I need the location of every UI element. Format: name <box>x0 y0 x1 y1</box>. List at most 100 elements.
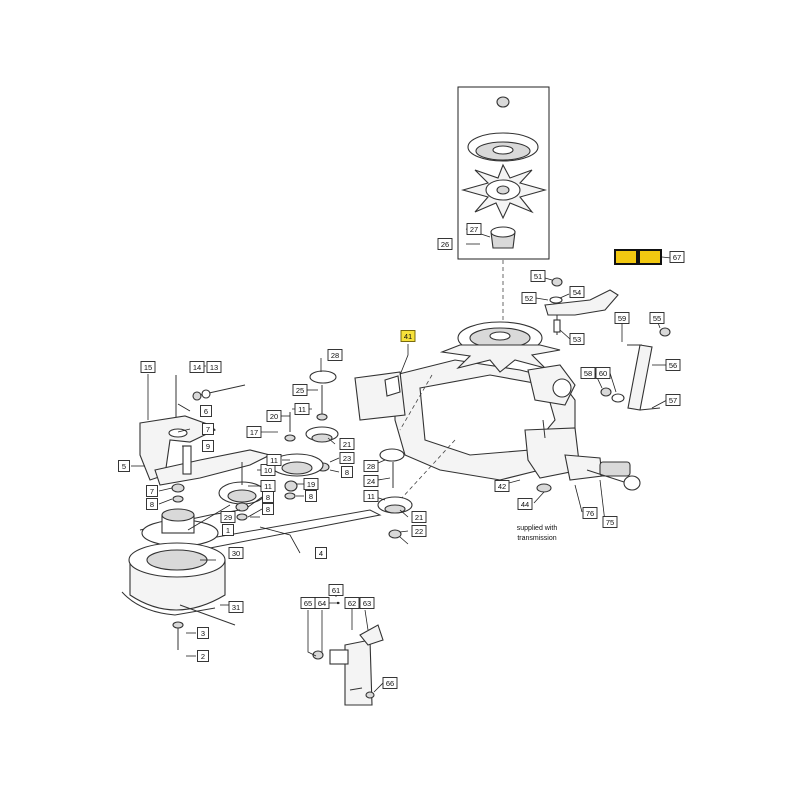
callout-24: 24 <box>363 475 379 487</box>
callout-57: 57 <box>665 394 681 406</box>
callout-8: 8 <box>341 466 353 478</box>
callout-8: 8 <box>262 491 274 503</box>
callout-10: 10 <box>260 464 276 476</box>
callout-number: 59 <box>618 314 626 323</box>
callout-27: 27 <box>466 223 482 235</box>
supplied-note-line1: supplied with <box>517 525 558 532</box>
callout-7: 7 <box>202 423 214 435</box>
callout-number: 17 <box>250 428 258 437</box>
callout-8: 8 <box>262 503 274 515</box>
callout-number: 57 <box>669 396 677 405</box>
callout-number: 11 <box>270 456 278 465</box>
callout-11: 11 <box>294 403 310 415</box>
callout-5: 5 <box>118 460 130 472</box>
callout-53: 53 <box>569 333 585 345</box>
callout-number: 2 <box>201 652 205 661</box>
callout-56: 56 <box>665 359 681 371</box>
callout-number: 44 <box>521 500 529 509</box>
callout-21: 21 <box>411 511 427 523</box>
callout-31: 31 <box>228 601 244 613</box>
callout-3: 3 <box>197 627 209 639</box>
callout-number: 75 <box>606 518 614 527</box>
supplied-note-line2: transmission <box>517 535 556 542</box>
safety-switch-assembly <box>312 624 384 706</box>
callout-number: 11 <box>367 492 375 501</box>
callout-number: 54 <box>573 288 581 297</box>
callout-17: 17 <box>246 426 262 438</box>
callout-63: 63 <box>359 597 375 609</box>
callout-2: 2 <box>197 650 209 662</box>
callout-76: 76 <box>582 507 598 519</box>
callout-11: 11 <box>363 490 379 502</box>
callout-58: 58 <box>580 367 596 379</box>
callout-9: 9 <box>202 440 214 452</box>
callout-29: 29 <box>220 511 236 523</box>
callout-65: 65 <box>300 597 316 609</box>
callout-number: 29 <box>224 513 232 522</box>
callout-number: 13 <box>210 363 218 372</box>
callout-8: 8 <box>305 490 317 502</box>
callout-number: 8 <box>309 492 313 501</box>
callout-number: 26 <box>441 240 449 249</box>
callout-number: 28 <box>331 351 339 360</box>
callout-number: 11 <box>264 482 272 491</box>
callout-60: 60 <box>595 367 611 379</box>
callout-11: 11 <box>260 480 276 492</box>
callout-number: 21 <box>343 440 351 449</box>
callout-number: 66 <box>386 679 394 688</box>
callout-23: 23 <box>339 452 355 464</box>
callout-number: 8 <box>266 505 270 514</box>
callout-number: 76 <box>586 509 594 518</box>
callout-number: 7 <box>206 425 210 434</box>
callout-number: 8 <box>150 500 154 509</box>
callout-number: 31 <box>232 603 240 612</box>
callout-number: 42 <box>498 482 506 491</box>
callout-number: 23 <box>343 454 351 463</box>
callout-13: 13 <box>206 361 222 373</box>
callout-number: 4 <box>319 549 323 558</box>
callout-64: 64 <box>314 597 330 609</box>
callout-number: 27 <box>470 225 478 234</box>
callout-55: 55 <box>649 312 665 324</box>
callout-51: 51 <box>530 270 546 282</box>
callout-number: 55 <box>653 314 661 323</box>
callout-number: 1 <box>226 526 230 535</box>
callout-19: 19 <box>303 478 319 490</box>
callout-number: 14 <box>193 363 201 372</box>
callout-number: 24 <box>367 477 375 486</box>
callout-number: 10 <box>264 466 272 475</box>
callout-54: 54 <box>569 286 585 298</box>
callout-20: 20 <box>266 410 282 422</box>
callout-30: 30 <box>228 547 244 559</box>
callout-66: 66 <box>382 677 398 689</box>
callout-number: 53 <box>573 335 581 344</box>
callout-number: 7 <box>150 487 154 496</box>
callout-number: 6 <box>204 407 208 416</box>
callout-number: 60 <box>599 369 607 378</box>
callout-number: 62 <box>348 599 356 608</box>
callout-7: 7 <box>146 485 158 497</box>
callout-number: 25 <box>296 386 304 395</box>
callout-number: 21 <box>415 513 423 522</box>
pto-clutch <box>121 508 236 650</box>
callout-number: 8 <box>266 493 270 502</box>
callout-number: 64 <box>318 599 326 608</box>
callout-number: 9 <box>206 442 210 451</box>
callout-8: 8 <box>146 498 158 510</box>
callout-number: 67 <box>673 253 681 262</box>
callout-25: 25 <box>292 384 308 396</box>
callout-52: 52 <box>521 292 537 304</box>
callout-number: 58 <box>584 369 592 378</box>
callout-number: 56 <box>669 361 677 370</box>
callout-62: 62 <box>344 597 360 609</box>
callout-number: 52 <box>525 294 533 303</box>
callout-number: 61 <box>332 586 340 595</box>
callout-number: 11 <box>298 405 306 414</box>
transmission-housing <box>354 321 641 501</box>
callout-42: 42 <box>494 480 510 492</box>
callout-41: 41 <box>400 330 416 342</box>
callout-number: 3 <box>201 629 205 638</box>
callout-labels: 1234567788888910111111111314151719202121… <box>118 223 685 689</box>
warning-decal <box>614 249 662 265</box>
